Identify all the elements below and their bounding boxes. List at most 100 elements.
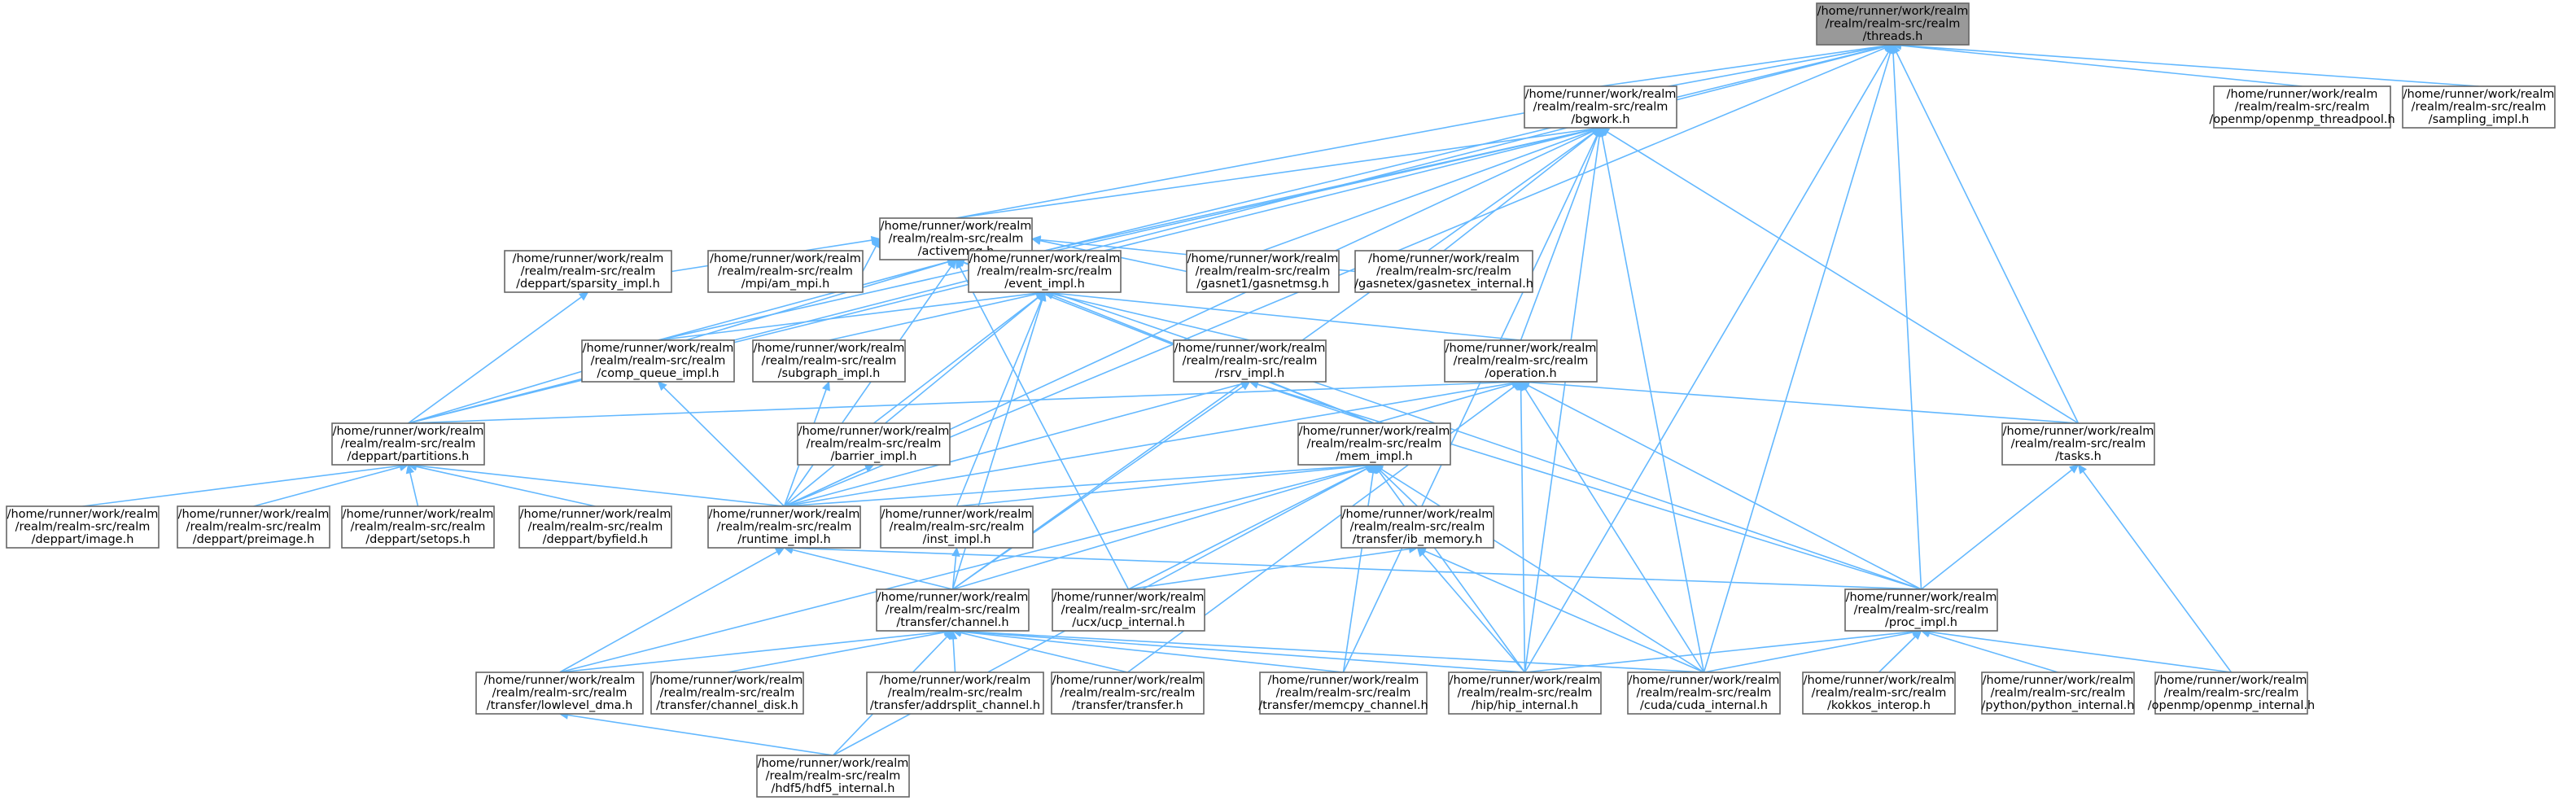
include-edge-arrowhead [578,291,589,301]
file-node-subgraph-impl[interactable]: /home/runner/work/realm/realm/realm-src/… [752,339,906,383]
file-node-label-line: /transfer/channel_disk.h [656,699,798,712]
file-node-label-line: /realm/realm-src/realm [1183,355,1318,368]
include-edge-line [1900,45,2303,87]
include-edge [1878,630,1922,673]
file-node-am-mpi[interactable]: /home/runner/work/realm/realm/realm-src/… [707,250,864,293]
file-node-partitions[interactable]: /home/runner/work/realm/realm/realm-src/… [331,422,485,466]
file-node-box [1627,672,1781,715]
file-node-box [1981,672,2135,715]
file-node-hip-internal[interactable]: /home/runner/work/realm/realm/realm-src/… [1448,672,1602,715]
file-node-runtime-impl[interactable]: /home/runner/work/realm/realm/realm-src/… [707,505,861,549]
file-node-barrier-impl[interactable]: /home/runner/work/realm/realm/realm-src/… [797,422,951,466]
file-node-label-line: /realm/realm-src/realm [351,521,486,534]
file-node-label-line: /home/runner/work/realm [1174,342,1326,355]
file-node-label-line: /deppart/byfield.h [543,533,649,546]
file-node-memcpy-channel[interactable]: /home/runner/work/realm/realm/realm-src/… [1258,672,1428,715]
file-node-label-line: /realm/realm-src/realm [1061,687,1196,700]
file-node-image[interactable]: /home/runner/work/realm/realm/realm-src/… [6,505,160,549]
file-node-event-impl[interactable]: /home/runner/work/realm/realm/realm-src/… [968,250,1122,293]
include-edge [1598,126,1705,673]
file-node-label-line: /realm/realm-src/realm [1854,604,1989,617]
file-node-label-line: /home/runner/work/realm [758,757,909,770]
file-node-label-line: /home/runner/work/realm [1817,5,1969,18]
file-node-label-line: /realm/realm-src/realm [1458,687,1593,700]
file-node-bgwork[interactable]: /home/runner/work/realm/realm/realm-src/… [1524,85,1677,129]
include-edge [1342,126,1602,673]
file-node-label-line: /sampling_impl.h [2429,113,2530,126]
file-node-label-line: /home/runner/work/realm [1368,252,1520,265]
include-edge-line [1342,134,1598,673]
include-edge-arrowhead [405,463,415,475]
file-node-mem-impl[interactable]: /home/runner/work/realm/realm/realm-src/… [1297,422,1451,466]
file-node-sampling-impl[interactable]: /home/runner/work/realm/realm/realm-src/… [2402,85,2556,129]
file-node-ucp-internal[interactable]: /home/runner/work/realm/realm/realm-src/… [1052,588,1205,632]
file-node-operation[interactable]: /home/runner/work/realm/realm/realm-src/… [1444,339,1598,383]
include-edge [1373,464,1526,673]
include-edge-line [1703,52,1892,673]
file-node-openmp-internal[interactable]: /home/runner/work/realm/realm/realm-src/… [2148,672,2316,715]
include-edge-line [658,260,949,341]
file-node-hdf5-internal[interactable]: /home/runner/work/realm/realm/realm-src/… [756,755,910,798]
file-node-label-line: /home/runner/work/realm [1629,674,1780,687]
include-edge-line [1262,129,1594,252]
file-node-gasnetex-internal[interactable]: /home/runner/work/realm/realm/realm-src/… [1354,250,1533,293]
file-node-channel[interactable]: /home/runner/work/realm/realm/realm-src/… [876,588,1030,632]
file-node-comp-queue-impl[interactable]: /home/runner/work/realm/realm/realm-src/… [581,339,735,383]
file-node-label-line: /realm/realm-src/realm [2412,101,2547,114]
file-node-label-line: /realm/realm-src/realm [807,438,942,451]
file-node-box [1340,505,1494,549]
file-node-label-line: /home/runner/work/realm [1053,591,1205,604]
file-node-openmp-threadpool[interactable]: /home/runner/work/realm/realm/realm-src/… [2209,85,2395,129]
include-edge-line [1424,550,1704,673]
file-node-transfer[interactable]: /home/runner/work/realm/realm/realm-src/… [1051,672,1205,715]
include-edge-line [559,631,945,673]
include-edge [1520,381,1922,590]
file-node-label-line: /kokkos_interop.h [1827,699,1931,712]
include-edge-line [82,465,400,507]
file-node-byfield[interactable]: /home/runner/work/realm/realm/realm-src/… [518,505,672,549]
include-edge-line [1896,51,2080,424]
file-node-label-line: /realm/realm-src/realm [1276,687,1411,700]
file-node-inst-impl[interactable]: /home/runner/work/realm/realm/realm-src/… [880,505,1034,549]
file-node-preimage[interactable]: /home/runner/work/realm/realm/realm-src/… [177,505,330,549]
file-node-box [518,505,672,549]
file-node-rsrv-impl[interactable]: /home/runner/work/realm/realm/realm-src/… [1173,339,1327,383]
file-node-label-line: /python/python_internal.h [1982,699,2135,712]
file-node-label-line: /transfer/addrsplit_channel.h [870,699,1040,712]
file-node-label-line: /realm/realm-src/realm [660,687,795,700]
file-node-proc-impl[interactable]: /home/runner/work/realm/realm/realm-src/… [1844,588,1998,632]
include-edge [558,711,833,756]
include-edge [1599,127,2079,424]
file-node-setops[interactable]: /home/runner/work/realm/realm/realm-src/… [341,505,495,549]
file-node-ib-memory[interactable]: /home/runner/work/realm/realm/realm-src/… [1340,505,1494,549]
file-node-box [1524,85,1677,129]
file-node-kokkos-interop[interactable]: /home/runner/work/realm/realm/realm-src/… [1802,672,1956,715]
file-node-label-line: /rsrv_impl.h [1215,367,1284,380]
file-node-label-line: /home/runner/work/realm [2003,425,2154,438]
file-node-label-line: /openmp/openmp_internal.h [2148,699,2316,712]
file-node-label-line: /hip/hip_internal.h [1472,699,1578,712]
file-node-threads[interactable]: /home/runner/work/realm/realm/realm-src/… [1816,2,1970,46]
file-node-box [1259,672,1428,715]
file-node-channel-disk[interactable]: /home/runner/work/realm/realm/realm-src/… [650,672,804,715]
file-node-label-line: /comp_queue_impl.h [597,367,719,380]
include-edge-line [408,296,582,424]
file-node-lowlevel-dma[interactable]: /home/runner/work/realm/realm/realm-src/… [475,672,644,715]
include-edge-line [960,630,1704,673]
file-node-addrsplit-channel[interactable]: /home/runner/work/realm/realm/realm-src/… [866,672,1044,715]
file-node-tasks[interactable]: /home/runner/work/realm/realm/realm-src/… [2001,422,2155,466]
include-edge-arrowhead [1886,43,1895,55]
file-node-cuda-internal[interactable]: /home/runner/work/realm/realm/realm-src/… [1627,672,1781,715]
file-node-label-line: /event_impl.h [1004,278,1085,291]
file-node-python-internal[interactable]: /home/runner/work/realm/realm/realm-src/… [1981,672,2135,715]
file-node-gasnetmsg[interactable]: /home/runner/work/realm/realm/realm-src/… [1186,250,1340,293]
file-node-label-line: /deppart/setops.h [365,533,470,546]
include-edge-line [1128,467,1367,590]
file-node-label-line: /transfer/memcpy_channel.h [1258,699,1428,712]
file-node-sparsity-impl[interactable]: /home/runner/work/realm/realm/realm-src/… [504,250,672,293]
include-edge [1262,126,1602,252]
file-node-label-line: /home/runner/work/realm [2227,88,2378,101]
include-edge-arrowhead [2068,464,2080,474]
include-edge-arrowhead [774,547,785,556]
